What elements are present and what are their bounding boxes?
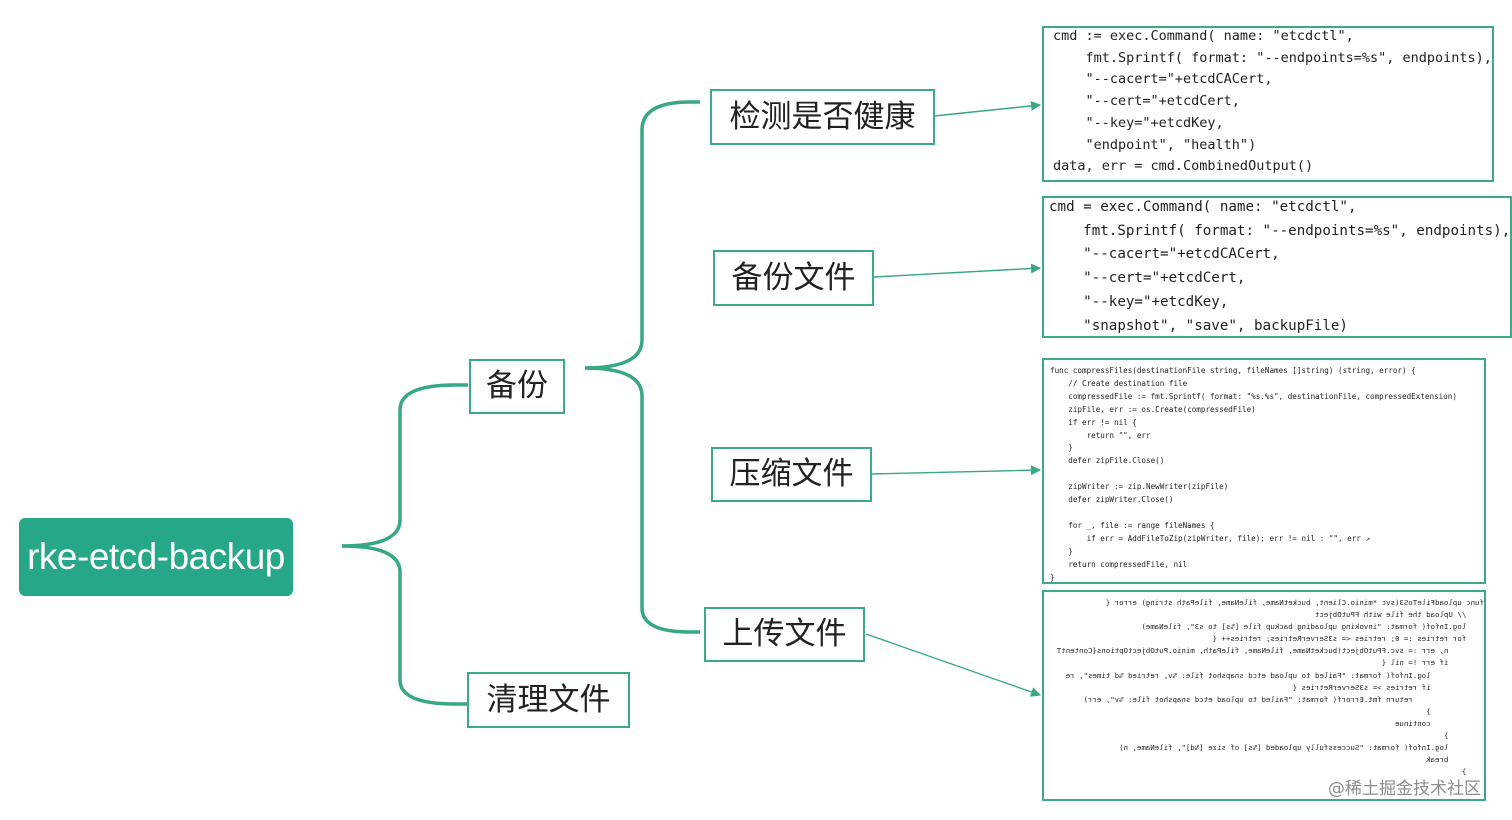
code-line: // Create destination file — [1050, 378, 1188, 388]
code-line: return compressedFile, nil — [1050, 559, 1188, 569]
branch-cleanup: 清理文件 — [467, 672, 630, 728]
code-line — [1050, 507, 1484, 520]
code-line: fmt.Sprintf( format: "--endpoints=%s", e… — [1053, 49, 1492, 66]
code-line: } — [1050, 443, 1073, 453]
code-line — [1050, 468, 1484, 481]
step-health-check: 检测是否健康 — [710, 89, 935, 145]
code-line: } — [1050, 546, 1073, 556]
code-line: func uploadFileToS3(svc *minio.Client, b… — [1105, 598, 1484, 607]
code-line: zipFile, err := os.Create(compressedFile… — [1050, 404, 1256, 414]
arrow-backup-file — [873, 263, 1041, 278]
step-compress-file: 压缩文件 — [711, 447, 872, 502]
code-line: cmd := exec.Command( name: "etcdctl", — [1053, 28, 1354, 44]
code-line: } — [1426, 706, 1484, 716]
code-line: return "", err — [1050, 430, 1151, 440]
code-line: if err != nil { — [1381, 658, 1484, 668]
root-brace-lower — [341, 544, 468, 706]
code-line: cmd = exec.Command( name: "etcdctl", — [1049, 199, 1357, 215]
backup-brace-lower — [584, 366, 700, 634]
code-compress-files: func compressFiles(destinationFile strin… — [1042, 358, 1486, 584]
step-upload-file: 上传文件 — [704, 607, 865, 662]
code-line: "--cacert="+etcdCACert, — [1053, 71, 1273, 88]
code-line: "--cacert="+etcdCACert, — [1049, 246, 1280, 263]
code-line: func compressFiles(destinationFile strin… — [1050, 366, 1416, 375]
code-line: zipWriter := zip.NewWriter(zipFile) — [1050, 482, 1229, 492]
code-line: if retries >= s3ServerRetries { — [1292, 682, 1484, 692]
backup-brace-upper — [584, 100, 700, 370]
arrow-compress — [871, 465, 1041, 476]
arrow-upload — [865, 633, 1041, 697]
code-line: n, err := svc.FPutObject(bucketName, fil… — [1056, 646, 1484, 656]
code-line: defer zipFile.Close() — [1050, 456, 1165, 466]
code-health-check: cmd := exec.Command( name: "etcdctl", fm… — [1042, 26, 1494, 182]
watermark: @稀土掘金技术社区 — [1328, 779, 1481, 799]
code-line: } — [1050, 572, 1055, 582]
code-line: break — [1426, 755, 1484, 765]
code-line: for _, file := range fileNames { — [1050, 520, 1215, 530]
branch-backup: 备份 — [469, 359, 565, 414]
code-upload-s3: func uploadFileToS3(svc *minio.Client, b… — [1042, 590, 1486, 801]
code-line: "endpoint", "health") — [1053, 136, 1257, 153]
code-line: "--key="+etcdKey, — [1053, 114, 1224, 131]
code-line: "--cert="+etcdCert, — [1049, 270, 1246, 287]
code-line: for retries := 0; retries <= s3ServerRet… — [1212, 634, 1484, 644]
code-line: if err != nil { — [1050, 417, 1137, 427]
code-line: if err = AddFileToZip(zipWriter, file); … — [1050, 533, 1371, 543]
code-line: // Upload the file with FPutObject — [1314, 610, 1484, 620]
code-line: defer zipWriter.Close() — [1050, 495, 1174, 505]
code-line: } — [1443, 731, 1484, 741]
code-backup-snapshot: cmd = exec.Command( name: "etcdctl", fmt… — [1042, 196, 1512, 338]
code-line: log.Infof( format: "invoking uploading b… — [1141, 622, 1484, 632]
root-node: rke-etcd-backup — [19, 518, 293, 596]
code-line: fmt.Sprintf( format: "--endpoints=%s", e… — [1049, 222, 1511, 239]
code-line: log.Infof( format: "Successfully uploade… — [1119, 743, 1484, 753]
root-brace — [341, 383, 468, 548]
code-line: "snapshot", "save", backupFile) — [1049, 317, 1348, 334]
code-line: "--key="+etcdKey, — [1049, 293, 1229, 310]
arrow-health — [933, 100, 1041, 117]
code-line: data, err = cmd.CombinedOutput() — [1053, 158, 1314, 175]
code-line: return fmt.Errorf( format: "Failed to up… — [1083, 694, 1484, 704]
step-backup-file: 备份文件 — [713, 250, 874, 306]
code-line: "--cert="+etcdCert, — [1053, 93, 1240, 110]
code-line: compressedFile := fmt.Sprintf( format: "… — [1050, 391, 1457, 401]
code-line: continue — [1395, 718, 1484, 728]
code-line: log.Infof( format: "Failed to upload etc… — [1065, 670, 1484, 680]
